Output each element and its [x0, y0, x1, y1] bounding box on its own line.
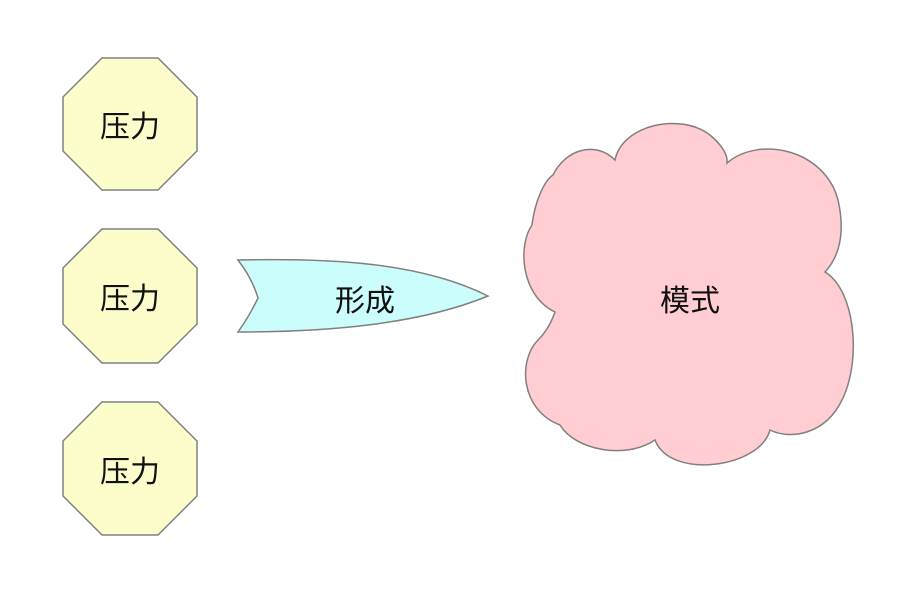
force-octagon-1	[62, 57, 198, 191]
force-octagon-2	[62, 228, 198, 364]
force-octagon-3	[62, 401, 198, 536]
pattern-cloud	[523, 122, 855, 466]
forms-arrow	[236, 258, 490, 333]
